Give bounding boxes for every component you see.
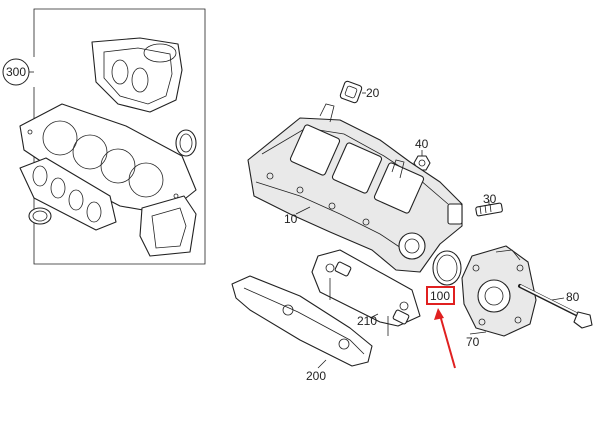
gasket-20 — [339, 80, 363, 104]
seal-ring-lower — [28, 207, 52, 225]
svg-text:200: 200 — [306, 369, 326, 383]
svg-text:100: 100 — [430, 289, 450, 303]
callout-300[interactable]: 300 — [2, 58, 30, 86]
callout-20[interactable]: 20 — [366, 86, 380, 100]
nut-40 — [413, 155, 431, 171]
plug-30 — [475, 202, 503, 217]
callout-80[interactable]: 80 — [566, 290, 580, 304]
cylinder-head-assembly — [247, 103, 463, 273]
svg-text:40: 40 — [415, 137, 429, 151]
o-ring-100 — [432, 250, 462, 286]
seal-ring-upper — [175, 129, 197, 157]
svg-text:30: 30 — [483, 192, 497, 206]
timing-cover-gasket — [139, 195, 197, 257]
intake-manifold-gasket — [19, 157, 117, 231]
svg-text:70: 70 — [466, 335, 480, 349]
callout-210[interactable]: 210 — [357, 314, 377, 328]
highlight-arrow — [434, 308, 456, 369]
callout-10[interactable]: 10 — [284, 212, 298, 226]
pump-housing-70 — [461, 245, 537, 337]
svg-text:300: 300 — [6, 65, 26, 79]
callout-40[interactable]: 40 — [415, 137, 429, 151]
callout-200[interactable]: 200 — [306, 369, 326, 383]
cylinder-head-gasket — [19, 103, 197, 215]
svg-text:210: 210 — [357, 314, 377, 328]
bracket-210 — [311, 249, 421, 336]
valve-cover-gasket — [91, 37, 183, 113]
callout-100[interactable]: 100 — [426, 286, 455, 305]
svg-text:20: 20 — [366, 86, 380, 100]
callout-30[interactable]: 30 — [483, 192, 497, 206]
svg-text:10: 10 — [284, 212, 298, 226]
heat-shield-200 — [231, 275, 373, 367]
callout-70[interactable]: 70 — [466, 335, 480, 349]
svg-text:80: 80 — [566, 290, 580, 304]
bolt-80 — [518, 284, 593, 329]
